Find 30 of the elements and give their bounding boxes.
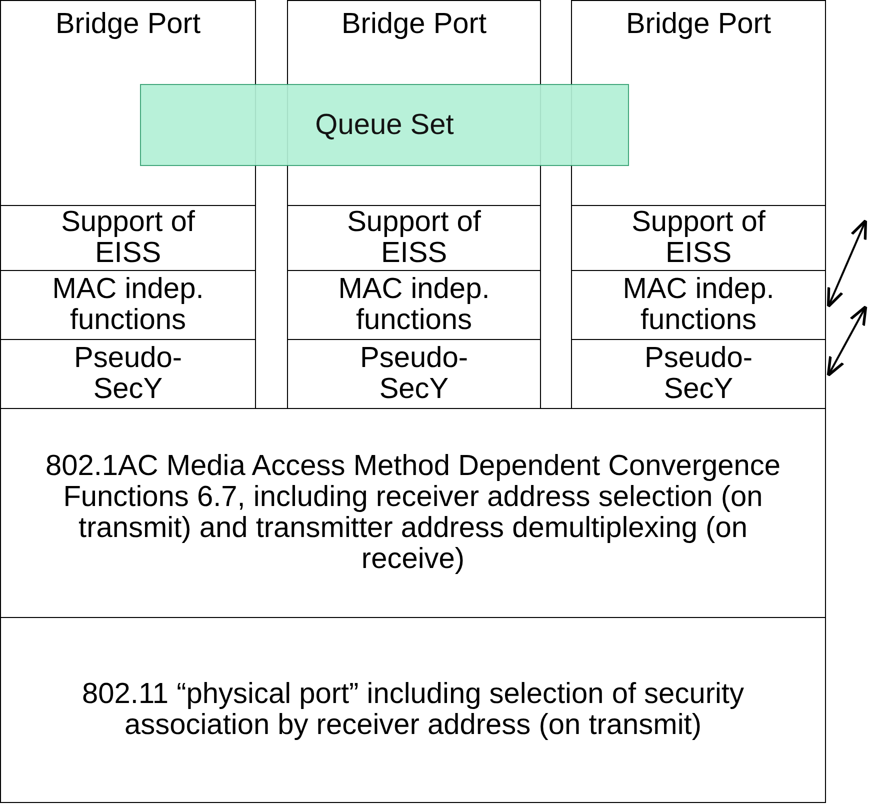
box-label: MAC indep. functions: [51, 274, 205, 336]
double-arrow: [826, 219, 868, 308]
layer-box: [0, 339, 256, 409]
port-box: [571, 0, 826, 206]
box-label: Pseudo- SecY: [358, 343, 469, 405]
box-label: Support of EISS: [630, 207, 766, 269]
box-label: Bridge Port: [626, 9, 772, 40]
box-label: Queue Set: [315, 110, 454, 140]
layer-box: [571, 205, 826, 271]
layer-box: [0, 270, 256, 340]
box-label: Support of EISS: [60, 207, 196, 269]
layer-box: [287, 205, 541, 271]
layer-box: [571, 339, 826, 409]
box-label: 802.11 “physical port” including selection of security association by receiver address (on transmit): [81, 679, 745, 741]
layer-box: [287, 339, 541, 409]
box-label: Bridge Port: [341, 9, 487, 40]
layer-box: [287, 270, 541, 340]
box-label: Pseudo- SecY: [72, 343, 183, 405]
box-label: Pseudo- SecY: [643, 343, 754, 405]
box-label: 802.1AC Media Access Method Dependent Convergence Functions 6.7, including receiver address selection (on transmit) and transmitter address demultiplexing (on receive): [44, 451, 782, 575]
layer-box: [0, 617, 826, 803]
layer-box: [0, 205, 256, 271]
box-label: MAC indep. functions: [622, 274, 776, 336]
double-arrow: [826, 305, 868, 377]
box-label: Support of EISS: [346, 207, 482, 269]
layer-box: [571, 270, 826, 340]
box-label: Bridge Port: [55, 9, 201, 40]
layer-box: [0, 408, 826, 618]
queue-box: [140, 84, 629, 166]
box-label: MAC indep. functions: [337, 274, 491, 336]
